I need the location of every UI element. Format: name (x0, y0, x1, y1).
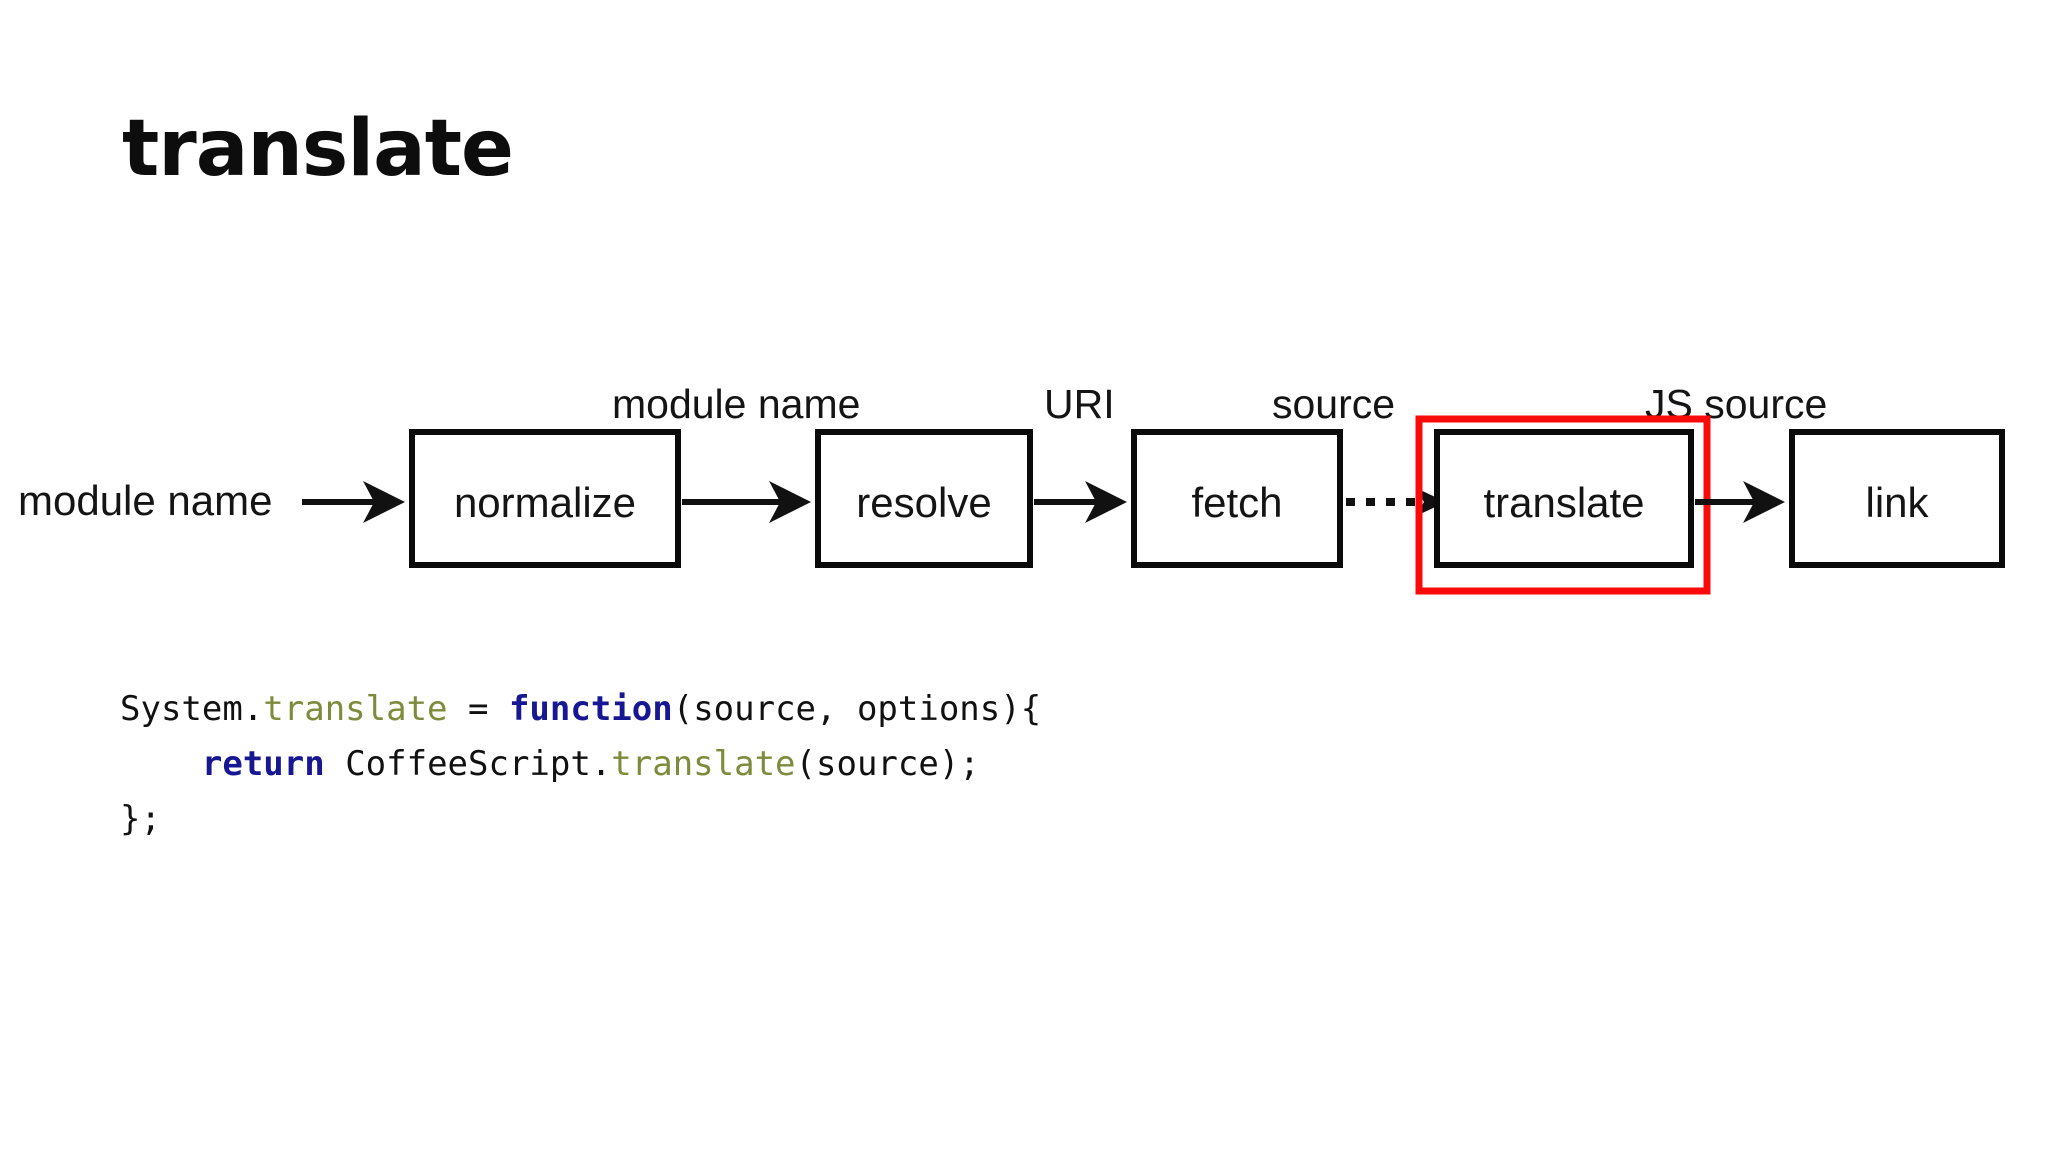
edge-label-source: source (1272, 381, 1395, 427)
diagram-node-normalize-label: normalize (454, 479, 636, 526)
diagram-node-link-label: link (1865, 479, 1929, 526)
diagram-node-link[interactable]: link (1789, 429, 2005, 568)
code-token-fn: translate (611, 744, 796, 784)
code-token-plain: System. (120, 689, 264, 729)
code-line: System.translate = function(source, opti… (120, 682, 1041, 737)
code-token-plain: }; (120, 799, 161, 839)
diagram-input-label: module name (18, 477, 272, 524)
page-title: translate (122, 104, 514, 194)
code-token-kw: function (508, 689, 673, 729)
edge-fetch-to-translate-dotted (1346, 488, 1446, 516)
edge-label-module-name: module name (612, 381, 860, 427)
diagram-node-resolve-label: resolve (856, 479, 991, 526)
diagram-node-fetch-label: fetch (1191, 479, 1282, 526)
diagram-node-translate[interactable]: translate (1434, 429, 1694, 568)
code-line: return CoffeeScript.translate(source); (120, 737, 1041, 792)
code-token-plain: = (447, 689, 509, 729)
diagram-node-translate-label: translate (1483, 479, 1644, 526)
code-snippet: System.translate = function(source, opti… (120, 682, 1041, 847)
module-pipeline-diagram: module name module name URI source JS so… (0, 360, 2048, 610)
code-token-plain: CoffeeScript. (324, 744, 612, 784)
code-token-plain (120, 744, 202, 784)
code-token-plain: (source, options){ (672, 689, 1042, 729)
diagram-node-resolve[interactable]: resolve (815, 429, 1033, 568)
code-line: }; (120, 792, 1041, 847)
diagram-node-fetch[interactable]: fetch (1131, 429, 1343, 568)
code-token-fn: translate (263, 689, 448, 729)
edge-label-uri: URI (1044, 381, 1115, 427)
code-token-kw: return (201, 744, 325, 784)
code-token-plain: (source); (795, 744, 980, 784)
diagram-node-normalize[interactable]: normalize (409, 429, 681, 568)
